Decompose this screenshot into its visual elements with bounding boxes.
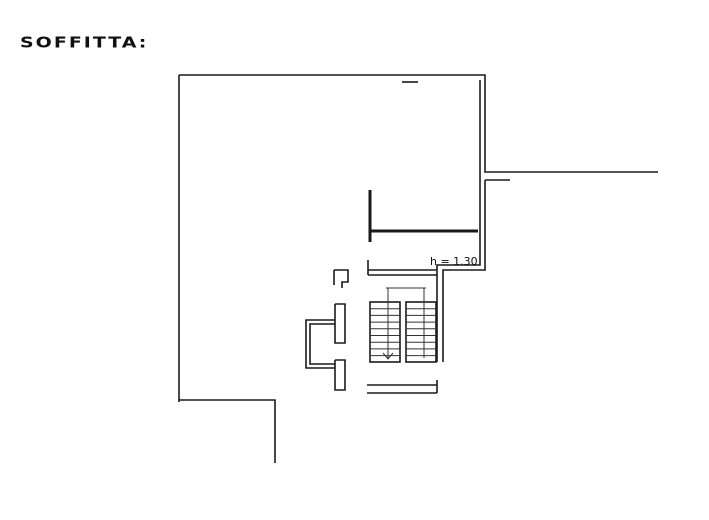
staircase <box>369 287 437 363</box>
ceiling-height-label: h = 1.30 <box>430 255 478 268</box>
outer-walls <box>178 74 658 463</box>
inner-walls <box>367 80 486 394</box>
plan-title: SOFFITTA: <box>20 34 149 52</box>
window-bay <box>305 269 349 391</box>
